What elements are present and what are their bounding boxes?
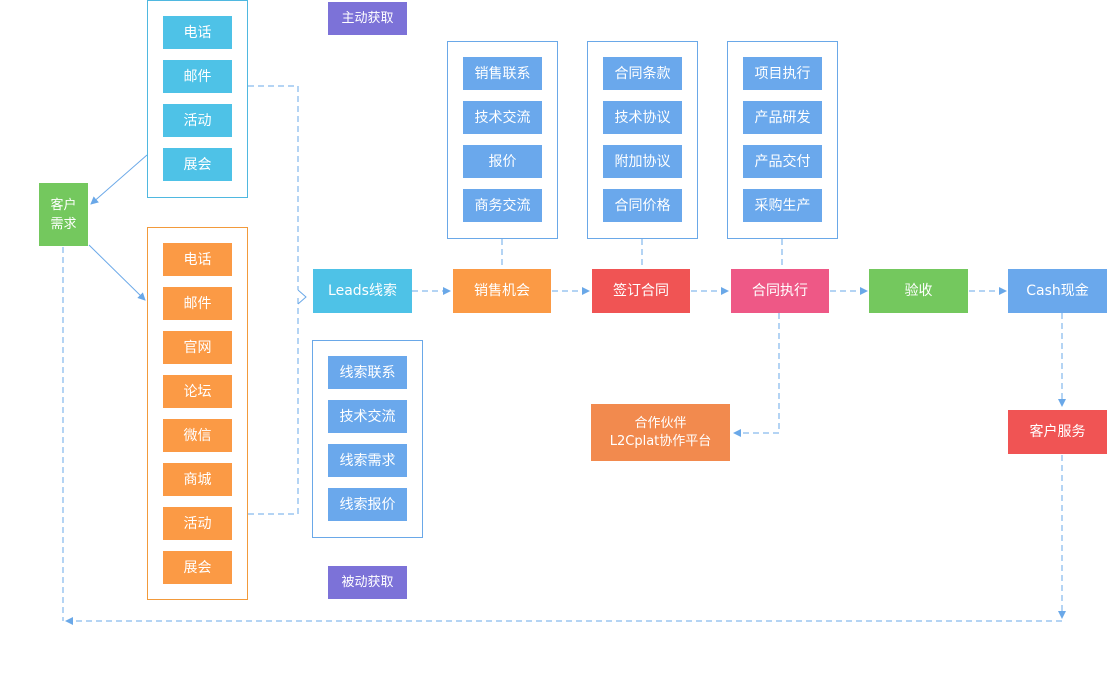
execution-sub-delivery[interactable]: 产品交付	[743, 145, 822, 178]
flow-execution[interactable]: 合同执行	[731, 269, 829, 313]
flow-opportunity[interactable]: 销售机会	[453, 269, 551, 313]
flow-contract[interactable]: 签订合同	[592, 269, 690, 313]
active-acquisition-label: 主动获取	[328, 2, 407, 35]
flow-acceptance[interactable]: 验收	[869, 269, 968, 313]
opportunity-sub-quote[interactable]: 报价	[463, 145, 542, 178]
active-channel-exhibition[interactable]: 展会	[163, 148, 232, 181]
opportunity-sub-business[interactable]: 商务交流	[463, 189, 542, 222]
contract-sub-tech-agreement[interactable]: 技术协议	[603, 101, 682, 134]
passive-channel-wechat[interactable]: 微信	[163, 419, 232, 452]
passive-bracket-line	[248, 298, 299, 515]
execution-sub-procurement[interactable]: 采购生产	[743, 189, 822, 222]
leads-sub-quote[interactable]: 线索报价	[328, 488, 407, 521]
active-bracket-line	[248, 85, 299, 290]
flow-cash[interactable]: Cash现金	[1008, 269, 1107, 313]
need-to-passive-line	[88, 244, 146, 301]
opportunity-sub-sales-contact[interactable]: 销售联系	[463, 57, 542, 90]
passive-channel-exhibition[interactable]: 展会	[163, 551, 232, 584]
passive-channel-website[interactable]: 官网	[163, 331, 232, 364]
leads-sub-requirement[interactable]: 线索需求	[328, 444, 407, 477]
passive-channel-mall[interactable]: 商城	[163, 463, 232, 496]
passive-channel-event[interactable]: 活动	[163, 507, 232, 540]
passive-channel-forum[interactable]: 论坛	[163, 375, 232, 408]
passive-acquisition-label: 被动获取	[328, 566, 407, 599]
flow-leads[interactable]: Leads线索	[313, 269, 412, 313]
passive-channels-frame	[147, 227, 248, 600]
need-to-active-line	[90, 154, 148, 205]
partner-box[interactable]: 合作伙伴 L2Cplat协作平台	[591, 404, 730, 461]
active-channel-email[interactable]: 邮件	[163, 60, 232, 93]
contract-sub-supplement[interactable]: 附加协议	[603, 145, 682, 178]
customer-need-box[interactable]: 客户 需求	[39, 183, 88, 246]
partner-line2: L2Cplat协作平台	[609, 433, 712, 449]
partner-line1: 合作伙伴	[634, 415, 687, 431]
execution-to-partner-arrow	[733, 313, 780, 437]
execution-sub-rnd[interactable]: 产品研发	[743, 101, 822, 134]
opportunity-sub-tech[interactable]: 技术交流	[463, 101, 542, 134]
bracket-tip	[297, 289, 307, 305]
execution-sub-project[interactable]: 项目执行	[743, 57, 822, 90]
contract-sub-terms[interactable]: 合同条款	[603, 57, 682, 90]
leads-sub-tech[interactable]: 技术交流	[328, 400, 407, 433]
leads-sub-contact[interactable]: 线索联系	[328, 356, 407, 389]
active-channel-phone[interactable]: 电话	[163, 16, 232, 49]
passive-channel-email[interactable]: 邮件	[163, 287, 232, 320]
contract-sub-price[interactable]: 合同价格	[603, 189, 682, 222]
passive-channel-phone[interactable]: 电话	[163, 243, 232, 276]
customer-service-box[interactable]: 客户服务	[1008, 410, 1107, 454]
active-channel-event[interactable]: 活动	[163, 104, 232, 137]
